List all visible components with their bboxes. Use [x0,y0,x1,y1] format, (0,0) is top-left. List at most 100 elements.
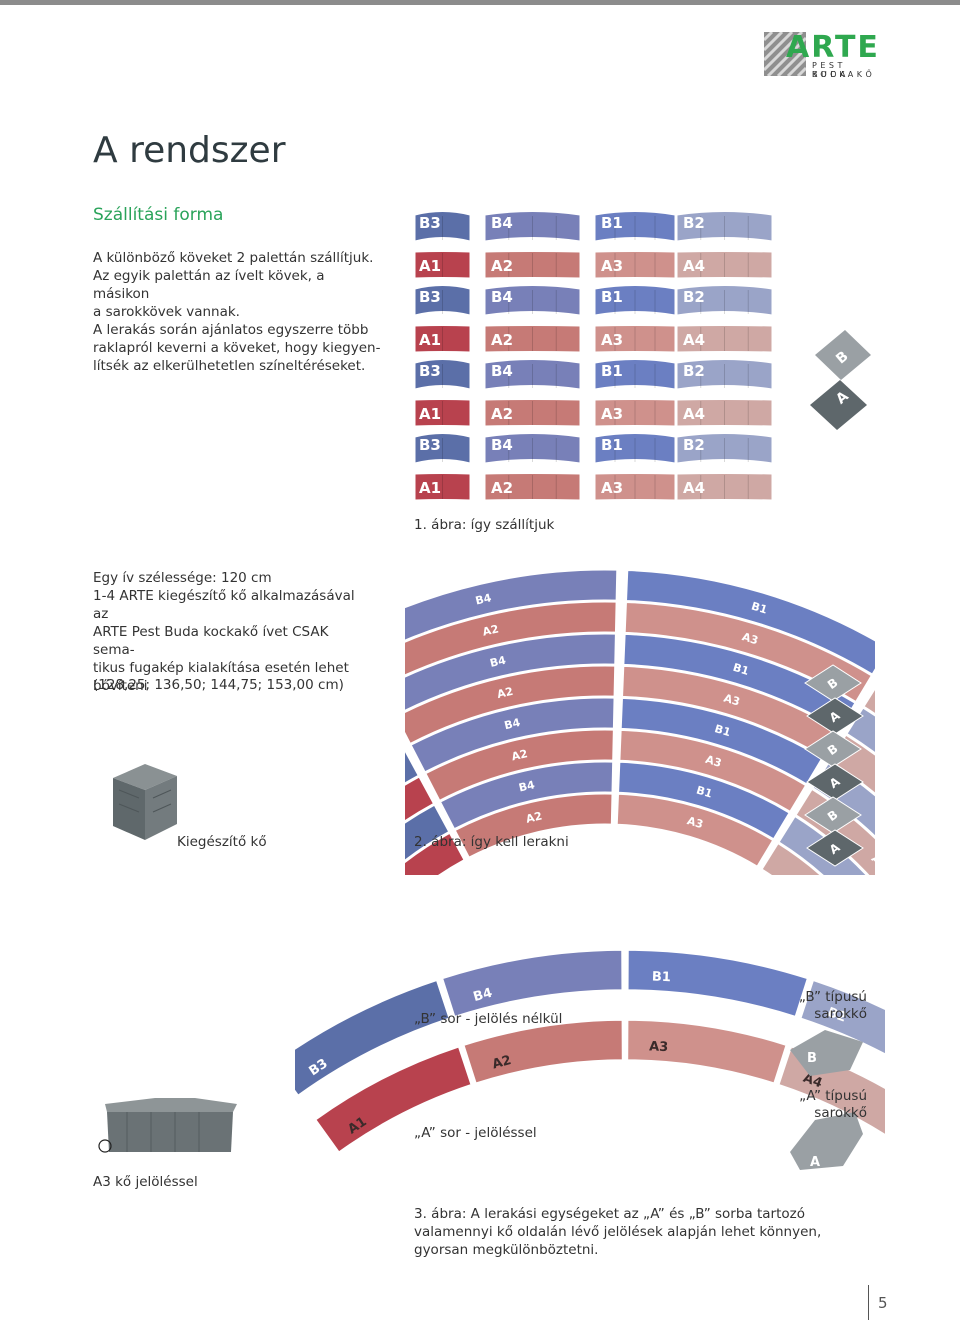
corner-stone: B [804,730,862,768]
stone-label: B4 [489,654,508,670]
stone-label: B1 [695,784,714,801]
stone-label: B3 [419,288,441,306]
text-line: ARTE Pest Buda kockakő ívet CSAK sema- [93,624,329,658]
corner-stone: A [806,829,864,867]
stone-label: A1 [419,405,441,423]
pallet-stone: A1 [414,325,471,353]
marked-stone: A1 [314,1045,473,1154]
stone-label: B2 [683,436,705,454]
stone-label: B1 [601,214,623,232]
label-line: sarokkő [814,1105,867,1121]
arc-stone: B4 [405,569,618,641]
stone-label: A4 [869,852,875,873]
section-subtitle: Szállítási forma [93,205,224,225]
stone-label: A2 [491,257,513,275]
width-paragraph: Egy ív szélessége: 120 cm 1-4 ARTE kiegé… [93,569,368,695]
sizes-text: (128,25; 136,50; 144,75; 153,00 cm) [93,677,344,693]
logo-subline-1: PEST BUDA [812,61,849,79]
arc-stone: A4 [761,843,821,875]
b-row-label: „B” sor - jelölés nélkül [414,1011,563,1027]
marking-circle-icon [98,1139,112,1153]
stone-label: B1 [750,600,769,617]
stone-label: A2 [491,1053,513,1073]
pallet-stone: B3 [414,359,471,390]
page-number-rule [868,1285,869,1320]
arc-stone: B2 [846,707,875,754]
caption-line: valamennyi kő oldalán lévő jelölések ala… [414,1224,822,1240]
arc-stone: B1 [618,761,790,840]
arc-stone: A2 [405,601,617,676]
stone-label: A2 [481,622,500,638]
stone-label: A2 [491,331,513,349]
pallet-stone: A1 [414,473,471,501]
arc-stone: A2 [425,729,614,801]
stone-label: A2 [510,747,529,763]
stone-label: A [810,1155,820,1170]
caption-line: gyorsan megkülönböztetni. [414,1242,599,1258]
pallet-stone: B2 [676,359,773,390]
pallet-stone: B3 [414,433,471,464]
stone-label: A4 [801,1071,824,1092]
arc-stone: A2 [405,665,616,744]
stone-label: A1 [419,331,441,349]
stone-label: B1 [601,362,623,380]
pallet-stone: B1 [594,211,676,242]
arc-stone: B4 [439,761,614,830]
stone-label: A2 [491,479,513,497]
arc-stone: B4 [410,697,615,773]
stone-label: A3 [601,257,623,275]
logo-subline-2: KOCKAKŐ [812,70,876,79]
pallet-stone: B4 [484,433,581,464]
text-line: raklapról keverni a köveket, hogy kiegye… [93,340,381,356]
stone-label: B2 [683,214,705,232]
text-line: Az egyik palettán az ívelt kövek, a mási… [93,268,325,302]
stone-label: B4 [491,288,513,306]
pallet-stone: B2 [676,211,773,242]
pallet-stone: B4 [484,359,581,390]
figure-2-caption: 2. ábra: így kell lerakni [414,834,569,850]
arte-logo: ARTE PEST BUDA KOCKAKŐ [764,30,878,79]
corner-stone: B [804,796,862,834]
pallet-stone: A3 [594,399,676,427]
stone-label: A3 [601,479,623,497]
b-corner-stone: B [790,1030,863,1076]
pallet-stone: A2 [484,251,581,279]
arc-stone: B1 [620,697,823,785]
stone-label: B4 [491,214,513,232]
pallet-stone: A2 [484,325,581,353]
stone-label: A4 [683,479,705,497]
stone-label: A3 [649,1039,669,1055]
pallet-stone: A2 [484,399,581,427]
label-line: „B” típusú [798,989,867,1005]
caption-line: 3. ábra: A lerakási egységeket az „A” és… [414,1206,806,1222]
page-number: 5 [878,1294,888,1312]
text-line: 1-4 ARTE kiegészítő kő alkalmazásával az [93,588,355,622]
arc-stone: B3 [405,804,450,861]
stone-label: A3 [741,630,760,647]
stone-label: A3 [722,692,741,709]
stone-label: A3 [686,814,705,831]
top-rule [0,0,960,5]
stone-label: B [807,1051,817,1066]
stone-label: A4 [683,405,705,423]
marked-stone: B4 [441,949,623,1018]
pallet-stone: B4 [484,211,581,242]
extension-stone-label: Kiegészítő kő [177,834,267,850]
label-line: sarokkő [814,1006,867,1022]
stone-label: B1 [601,288,623,306]
corner-stone: A [806,697,864,735]
stone-label: B2 [683,362,705,380]
stone-label: A3 [601,405,623,423]
stone-label: B4 [517,778,536,794]
arc-stone: B1 [626,569,875,675]
marked-stone: B3 [295,979,451,1097]
stone-label: A3 [704,753,723,770]
corner-stone: A [806,763,864,801]
stone-label: B4 [491,436,513,454]
a-row-label: „A” sor - jelöléssel [414,1125,537,1141]
text-line: Egy ív szélessége: 120 cm [93,570,272,586]
pallet-stone: B2 [676,433,773,464]
a3-stone-label: A3 kő jelöléssel [93,1174,198,1190]
marked-stone: B2 [799,979,885,1055]
stone-label: B4 [491,362,513,380]
